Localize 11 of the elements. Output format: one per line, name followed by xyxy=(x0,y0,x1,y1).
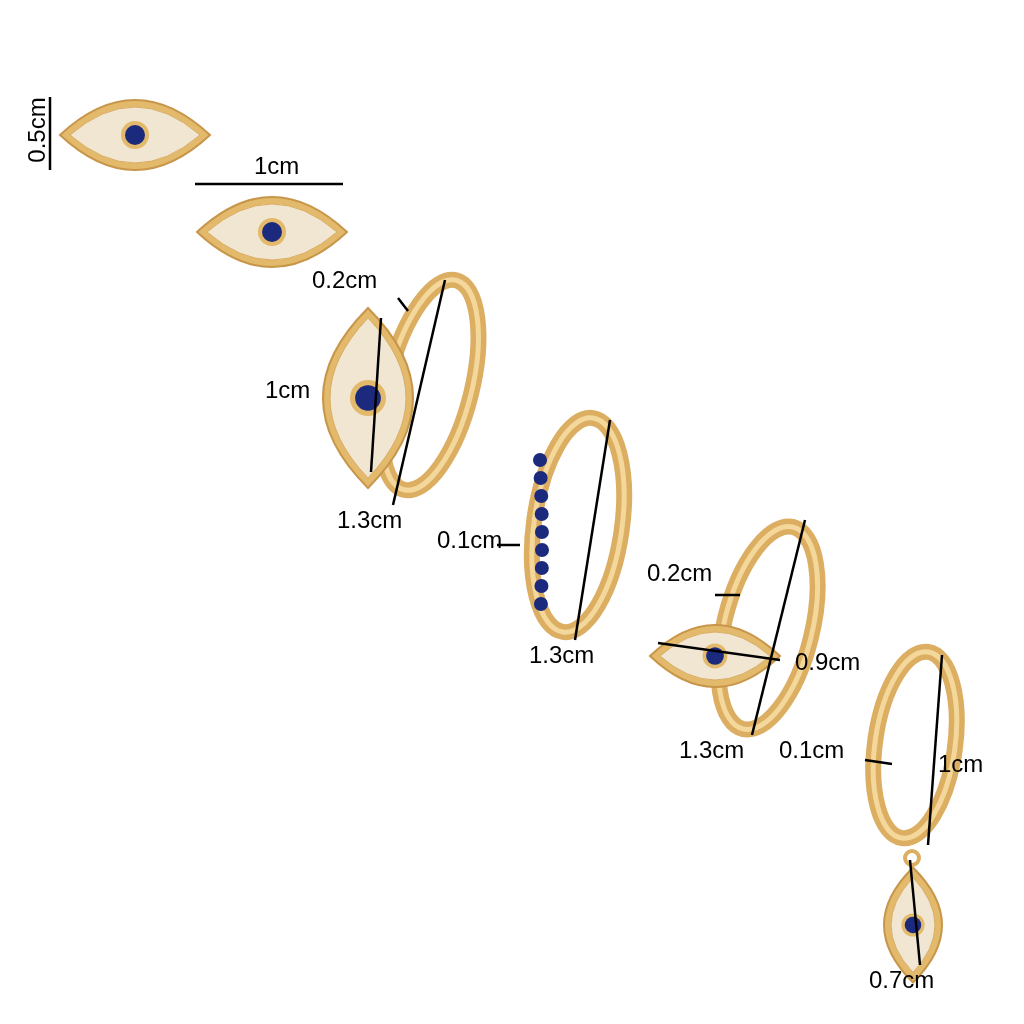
dimension-label: 0.2cm xyxy=(647,561,713,585)
dimension-label: 0.1cm xyxy=(779,738,845,762)
dimension-label: 1cm xyxy=(254,154,300,178)
dimension-label: 0.2cm xyxy=(312,268,378,292)
dimension-label: 0.5cm xyxy=(24,97,49,163)
dimension-label: 0.7cm xyxy=(869,968,935,992)
dimension-label: 0.1cm xyxy=(437,528,503,552)
dimension-label: 1cm xyxy=(265,378,311,402)
dimension-label: 1.3cm xyxy=(679,738,745,762)
dimension-label: 1.3cm xyxy=(529,643,595,667)
dimension-label: 1.3cm xyxy=(337,508,403,532)
